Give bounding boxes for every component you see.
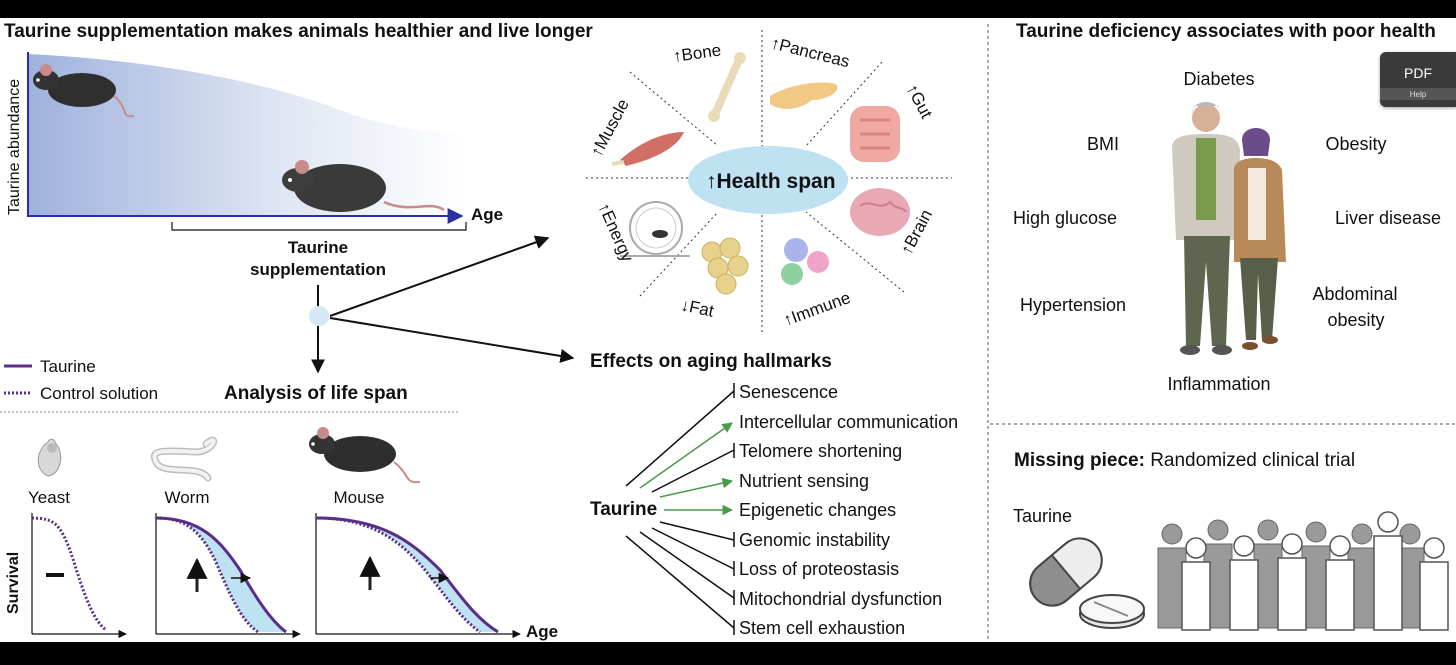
hallmarks-source: Taurine	[590, 499, 657, 520]
organism-label-mouse: Mouse	[333, 488, 384, 507]
arrow-to-health-span	[329, 235, 550, 317]
yeast-icon	[37, 438, 62, 477]
arrow-to-hallmarks	[329, 317, 575, 363]
supplementation-label-1: Taurine	[288, 238, 348, 257]
hallmark-item: Mitochondrial dysfunction	[739, 589, 942, 609]
condition-label: Abdominal	[1312, 284, 1397, 304]
supplementation-label-2: supplementation	[250, 260, 386, 279]
health-wheel: ↑Health span	[586, 30, 952, 334]
hallmark-item: Telomere shortening	[739, 441, 902, 461]
fat-icon	[701, 237, 749, 295]
branch-node	[309, 306, 329, 326]
hallmark-connectors	[625, 383, 735, 635]
condition-label: BMI	[1087, 134, 1119, 154]
worm-icon	[151, 436, 218, 482]
lifespan-title: Analysis of life span	[224, 383, 408, 404]
condition-label: Liver disease	[1335, 208, 1441, 228]
crowd-icon	[1157, 511, 1449, 631]
pill-label: Taurine	[1013, 506, 1072, 526]
help-link[interactable]: Help	[1380, 88, 1456, 100]
hallmark-item: Stem cell exhaustion	[739, 618, 905, 638]
organism-label-worm: Worm	[164, 488, 209, 507]
condition-label: High glucose	[1013, 208, 1117, 228]
organism-label-yeast: Yeast	[28, 488, 70, 507]
woman-figure-icon	[1234, 128, 1286, 350]
old-mouse-icon	[282, 160, 445, 212]
legend-control-label: Control solution	[40, 384, 158, 403]
muscle-icon	[611, 132, 684, 166]
hallmark-item: Nutrient sensing	[739, 471, 869, 491]
young-mouse-icon	[33, 64, 135, 118]
mouse-icon	[309, 427, 421, 484]
x-axis-label: Age	[471, 205, 503, 224]
mouse-survival-plot	[315, 513, 521, 639]
missing-piece-text: Missing piece: Randomized clinical trial	[1014, 450, 1355, 471]
hallmark-item: Senescence	[739, 382, 838, 402]
tablet-icon	[1079, 594, 1145, 629]
running-wheel-icon	[620, 201, 690, 257]
no-effect-symbol	[46, 573, 64, 577]
condition-label: Inflammation	[1167, 374, 1270, 394]
yeast-survival-plot	[31, 513, 127, 639]
pancreas-icon	[770, 82, 838, 109]
left-panel-title: Taurine supplementation makes animals he…	[4, 21, 593, 42]
hallmarks-title: Effects on aging hallmarks	[590, 351, 832, 372]
pdf-button-label: PDF	[1404, 65, 1432, 81]
hallmark-item: Epigenetic changes	[739, 500, 896, 520]
health-span-ellipse	[688, 146, 848, 214]
survival-age-label: Age	[526, 622, 558, 641]
condition-label: obesity	[1327, 310, 1384, 330]
survival-label: Survival	[5, 552, 22, 614]
condition-label: Obesity	[1325, 134, 1386, 154]
health-span-label: ↑Health span	[706, 170, 836, 193]
worm-survival-plot	[155, 513, 301, 639]
brain-icon	[850, 188, 910, 236]
y-axis-label: Taurine abundance	[6, 79, 23, 215]
hallmark-item: Loss of proteostasis	[739, 559, 899, 579]
hallmark-item: Genomic instability	[739, 530, 890, 550]
capsule-icon	[1029, 537, 1103, 607]
pdf-button[interactable]: PDF Help	[1380, 52, 1456, 107]
condition-label: Diabetes	[1183, 69, 1254, 89]
legend-taurine-label: Taurine	[40, 357, 96, 376]
immune-cells-icon	[781, 238, 829, 285]
right-panel-title: Taurine deficiency associates with poor …	[1016, 21, 1436, 42]
bone-icon	[708, 52, 746, 122]
man-figure-icon	[1172, 102, 1240, 355]
hallmark-item: Intercellular communication	[739, 412, 958, 432]
condition-label: Hypertension	[1020, 295, 1126, 315]
supplementation-bracket	[171, 222, 467, 231]
gut-icon	[850, 106, 900, 162]
